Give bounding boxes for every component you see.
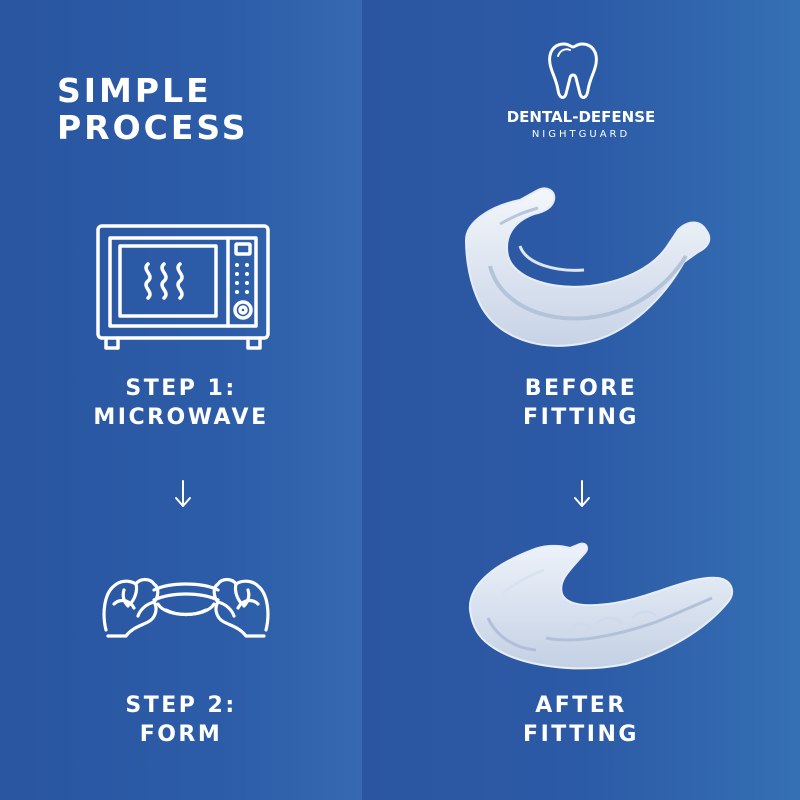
after-fitting-caption: AFTER FITTING — [362, 691, 800, 749]
before-label: BEFORE — [524, 376, 638, 401]
after-fitting-label: FITTING — [523, 722, 639, 747]
step-2-label: STEP 2: — [125, 693, 237, 718]
tooth-logo — [548, 42, 598, 99]
guard-before-fitting-image — [464, 187, 711, 347]
microwave-icon — [96, 224, 270, 350]
guard-after-fitting-image — [468, 542, 734, 670]
step-1-action: MICROWAVE — [93, 405, 269, 430]
step-2-caption: STEP 2: FORM — [0, 691, 362, 749]
before-fitting-caption: BEFORE FITTING — [362, 374, 800, 432]
down-arrow-icon — [175, 480, 191, 507]
step-1-caption: STEP 1: MICROWAVE — [0, 374, 362, 432]
down-arrow-icon — [574, 480, 590, 507]
heading-line-2: PROCESS — [57, 108, 249, 147]
hands-bending-guard-icon — [102, 577, 270, 638]
process-panel: SIMPLE PROCESS STEP 1: MICROWAVE — [0, 0, 362, 800]
before-fitting-label: FITTING — [523, 405, 639, 430]
heading-line-1: SIMPLE — [57, 71, 212, 110]
step-2-action: FORM — [139, 722, 223, 747]
brand-tagline: NIGHTGUARD — [531, 129, 631, 140]
after-label: AFTER — [535, 693, 627, 718]
brand-name: DENTAL-DEFENSE — [506, 108, 656, 126]
process-heading: SIMPLE PROCESS — [57, 72, 248, 146]
fitting-panel: DENTAL-DEFENSE NIGHTGUARD BEFORE FITTING — [362, 0, 800, 800]
step-1-label: STEP 1: — [125, 376, 237, 401]
